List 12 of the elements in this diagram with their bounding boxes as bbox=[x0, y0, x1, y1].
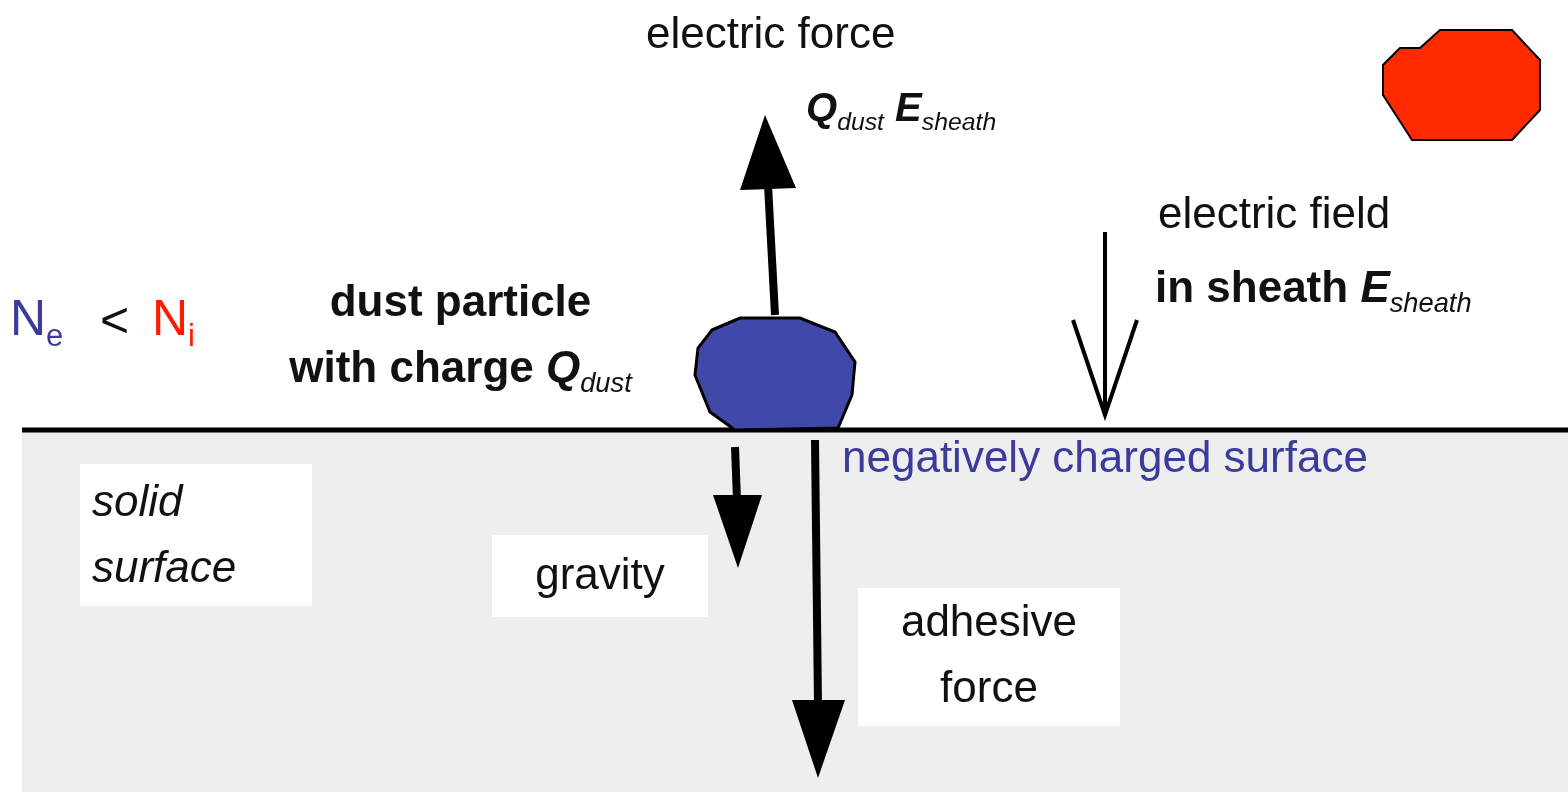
symbol-label: N$_{i}$ bbox=[152, 290, 195, 354]
label-text: solid surface bbox=[92, 476, 237, 591]
label-text: electric force bbox=[646, 8, 896, 59]
label-text: electric field bbox=[1158, 188, 1391, 239]
label-text: adhesive force bbox=[900, 596, 1078, 711]
label-text: gravity bbox=[535, 549, 665, 598]
formula-label: Q$_{dust}$ E$_{sheath}$ bbox=[806, 84, 997, 137]
symbol-label: < bbox=[100, 292, 130, 350]
label-text: in sheath E$_{sheath}$ bbox=[1155, 262, 1472, 319]
label-text: dust particle with charge Q$_{dust}$ bbox=[288, 275, 634, 400]
label-text: negatively charged surface bbox=[842, 432, 1368, 483]
symbol-label: N$_{e}$ bbox=[10, 290, 64, 354]
